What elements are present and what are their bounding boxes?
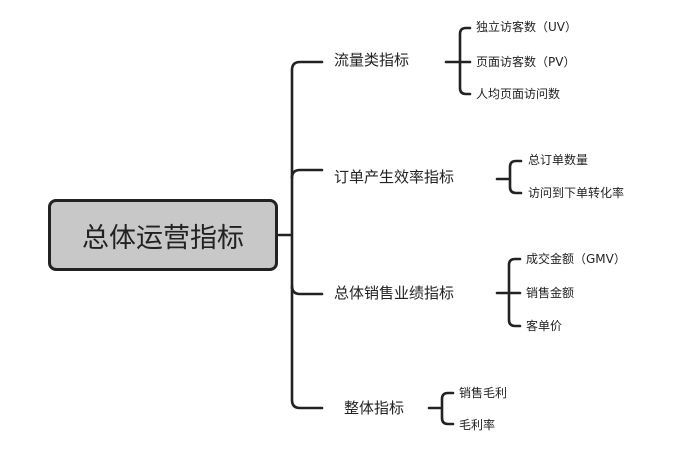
connector-branch-3 [290,284,324,296]
branch-sales-performance-metrics[interactable]: 总体销售业绩指标 [334,284,455,302]
leaf-visit-to-order-conversion[interactable]: 访问到下单转化率 [528,186,625,200]
connector-branch-2-bracket [508,159,523,195]
leaf-total-orders[interactable]: 总订单数量 [528,153,589,167]
connector-branch-4-bracket [440,391,455,426]
branch-traffic-metrics[interactable]: 流量类指标 [334,51,410,69]
leaf-gross-profit[interactable]: 销售毛利 [459,386,508,400]
connector-branch-2 [290,168,324,180]
leaf-sales-amount[interactable]: 销售金额 [526,286,575,300]
leaf-page-views[interactable]: 页面访客数（PV） [476,55,576,69]
leaf-gmv[interactable]: 成交金额（GMV） [526,252,626,266]
root-node[interactable]: 总体运营指标 [48,199,278,271]
leaf-average-order-value[interactable]: 客单价 [526,319,563,333]
branch-order-efficiency-metrics[interactable]: 订单产生效率指标 [334,168,455,186]
leaf-pages-per-visitor[interactable]: 人均页面访问数 [476,87,561,101]
branch-overall-metrics[interactable]: 整体指标 [344,399,405,417]
leaf-gross-margin[interactable]: 毛利率 [459,418,496,432]
connector-main-bracket [290,60,324,410]
leaf-unique-visitors[interactable]: 独立访客数（UV） [476,20,577,34]
root-label: 总体运营指标 [82,222,244,254]
